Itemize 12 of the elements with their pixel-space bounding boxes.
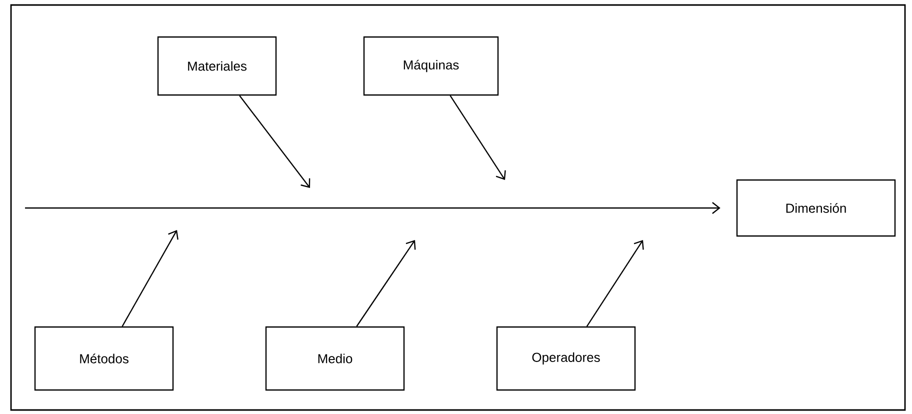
arrow xyxy=(239,95,310,188)
spine-arrow xyxy=(25,202,720,214)
cause-box: Medio xyxy=(265,326,405,391)
cause-box: Máquinas xyxy=(363,36,499,96)
arrow xyxy=(122,230,178,327)
arrow xyxy=(356,240,416,327)
cause-box: Métodos xyxy=(34,326,174,391)
cause-box: Dimensión xyxy=(736,179,896,237)
cause-box: Operadores xyxy=(496,326,636,391)
cause-box: Materiales xyxy=(157,36,277,96)
arrow xyxy=(450,95,506,180)
arrow xyxy=(586,240,644,327)
